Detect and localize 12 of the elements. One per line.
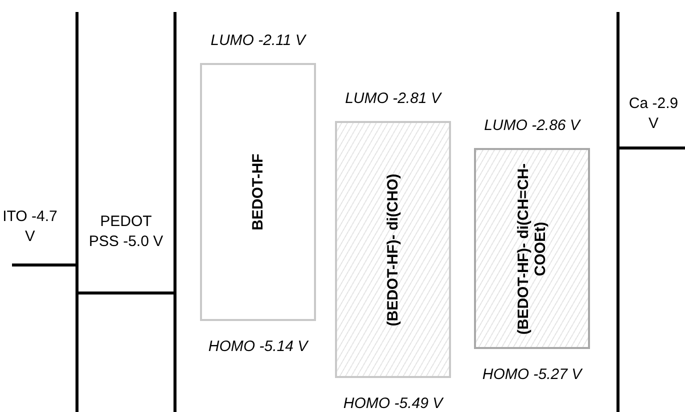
material-label: (BEDOT-HF)- di(CH=CH-COOEt) — [515, 162, 549, 336]
electrode-label: Ca -2.9 V — [628, 94, 680, 134]
electrode-label: PEDOT PSS -5.0 V — [88, 212, 164, 252]
energy-level-label: HOMO -5.14 V — [208, 338, 308, 355]
energy-level-label: LUMO -2.81 V — [345, 90, 441, 107]
material-label: (BEDOT-HF)- di(CHO) — [384, 172, 402, 328]
energy-level-label: HOMO -5.27 V — [482, 366, 582, 383]
energy-level-label: LUMO -2.86 V — [484, 117, 580, 134]
electrode-label: ITO -4.7 V — [2, 207, 58, 247]
energy-level-label: LUMO -2.11 V — [210, 32, 306, 49]
material-label: BEDOT-HF — [250, 152, 266, 232]
energy-level-label: HOMO -5.49 V — [343, 395, 443, 412]
